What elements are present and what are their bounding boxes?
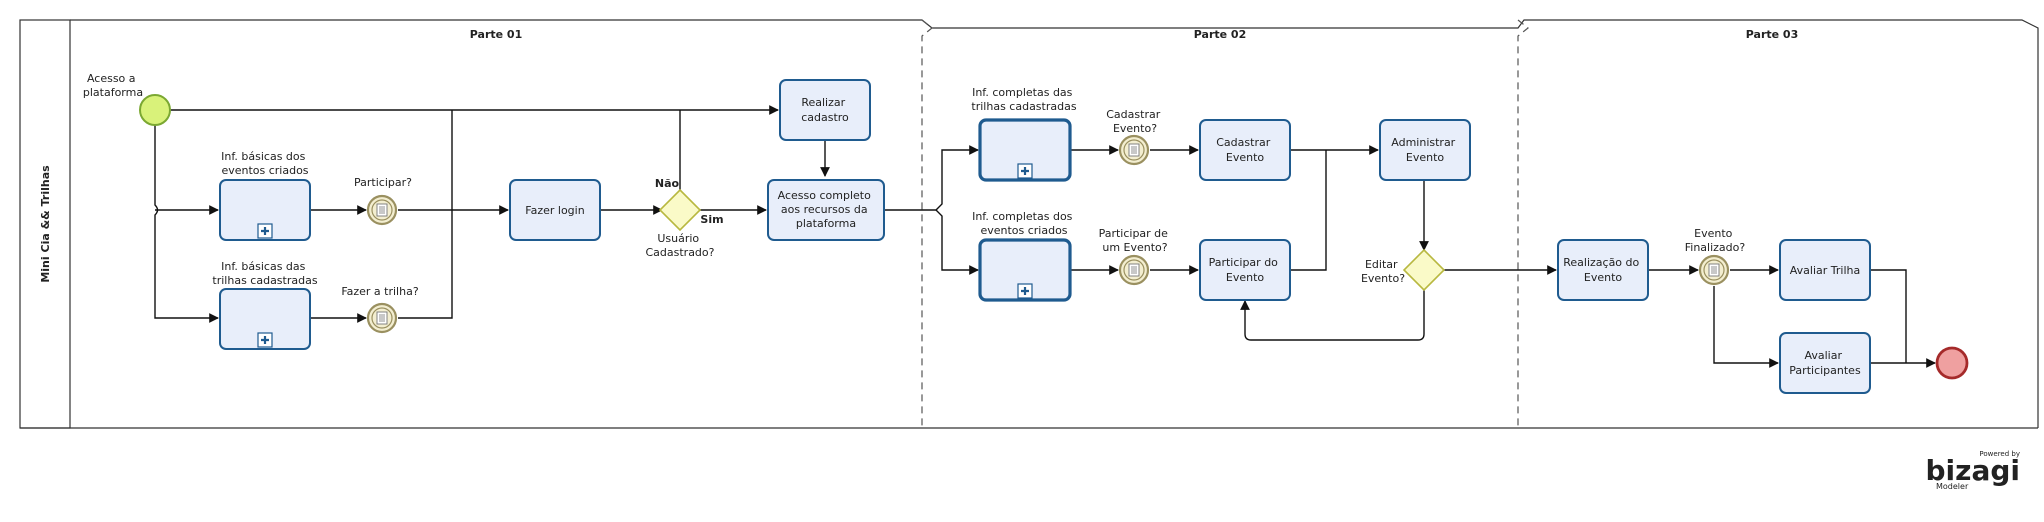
pool: Mini Cia && Trilhas Parte 01 Parte 02 Pa… [19, 19, 2039, 429]
subprocess-plus-icon [257, 332, 273, 348]
flow-fazer-trilha-to-merge [398, 110, 453, 319]
bizagi-logo: Powered by bizagi Modeler [1926, 450, 2020, 491]
subprocess-inf-completas-trilhas[interactable]: Inf. completas das trilhas cadastradas [971, 86, 1077, 182]
svg-text:Administrar Evento: Administrar Evento [1391, 136, 1458, 164]
intermediate-event-fazer-trilha[interactable]: Fazer a trilha? [341, 285, 419, 334]
svg-text:Evento Finalizado?: Evento Finalizado? [1685, 227, 1746, 254]
task-cadastrar-evento[interactable]: Cadastrar Evento [1199, 119, 1291, 181]
svg-text:Participar do Evento: Participar do Evento [1209, 256, 1282, 284]
intermediate-event-evento-finalizado[interactable]: Evento Finalizado? [1685, 227, 1746, 286]
svg-text:Inf. completas dos event: Inf. completas dos eventos criados [972, 210, 1076, 237]
flow-avaliar-trilha-to-end [1870, 269, 1907, 363]
flow-start-to-inf-trilhas [154, 124, 219, 323]
intermediate-event-cadastrar-evento[interactable]: Cadastrar Evento? [1106, 108, 1163, 166]
pool-header [19, 19, 71, 429]
task-realizar-cadastro[interactable]: Realizar cadastro [779, 79, 871, 141]
subprocess-plus-icon [1017, 283, 1033, 299]
task-administrar-evento[interactable]: Administrar Evento [1379, 119, 1471, 181]
phase-title-3: Parte 03 [1746, 28, 1798, 41]
flow-editar-to-participar [1240, 288, 1425, 341]
gateway-editar-evento[interactable]: Editar Evento? [1361, 248, 1446, 292]
subprocess-inf-basicas-eventos[interactable]: Inf. básicas dos eventos criados [219, 150, 311, 241]
phase-title-2: Parte 02 [1194, 28, 1246, 41]
bizagi-wordmark: bizagi [1926, 454, 2020, 487]
svg-text:Avaliar Participantes: Avaliar Participantes [1789, 349, 1861, 377]
conditional-event-icon [366, 302, 398, 334]
end-event[interactable] [1935, 346, 1969, 380]
flow-finalizado-to-avaliar-participantes [1713, 286, 1779, 368]
conditional-event-icon [1698, 254, 1730, 286]
subprocess-plus-icon [257, 223, 273, 239]
task-avaliar-trilha[interactable]: Avaliar Trilha [1779, 239, 1871, 301]
svg-text:Participar?: Participar? [354, 176, 412, 189]
task-acesso-completo[interactable]: Acesso completo aos recursos da platafor… [767, 179, 885, 241]
intermediate-event-participar[interactable]: Participar? [354, 176, 412, 226]
pool-title: Mini Cia && Trilhas [39, 165, 52, 283]
conditional-event-icon [1118, 134, 1150, 166]
start-event-label: Acesso a plataforma [83, 72, 143, 99]
task-realizacao-evento[interactable]: Realização do Evento [1557, 239, 1649, 301]
subprocess-plus-icon [1017, 163, 1033, 179]
subprocess-inf-completas-eventos[interactable]: Inf. completas dos eventos criados [972, 210, 1076, 302]
svg-text:Acesso completo aos recu: Acesso completo aos recursos da platafor… [778, 189, 875, 230]
start-event[interactable] [139, 94, 171, 126]
svg-text:Inf. básicas das trilhas: Inf. básicas das trilhas cadastradas [212, 260, 317, 287]
phase-divider-1 [921, 19, 933, 428]
svg-text:Realizar cadastro: Realizar cadastro [801, 96, 849, 124]
svg-text:Fazer login: Fazer login [525, 204, 584, 217]
task-fazer-login[interactable]: Fazer login [509, 179, 601, 241]
intermediate-event-participar-evento[interactable]: Participar de um Evento? [1099, 227, 1172, 286]
svg-text:Avaliar Trilha: Avaliar Trilha [1790, 264, 1860, 277]
svg-text:Realização do Evento: Realização do Evento [1563, 256, 1643, 284]
svg-text:Participar de um Evento?: Participar de um Evento? [1099, 227, 1172, 254]
conditional-event-icon [1118, 254, 1150, 286]
svg-text:Fazer a trilha?: Fazer a trilha? [341, 285, 419, 298]
phase-divider-2 [1517, 19, 1529, 428]
svg-text:Cadastrar Evento?: Cadastrar Evento? [1106, 108, 1163, 135]
task-avaliar-participantes[interactable]: Avaliar Participantes [1779, 332, 1871, 394]
flow-acesso-to-inf-completas-trilhas [884, 145, 979, 211]
conditional-event-icon [366, 194, 398, 226]
svg-text:Editar Evento?: Editar Evento? [1361, 258, 1405, 285]
gateway-no-label: Não [655, 177, 680, 190]
svg-text:Inf. básicas dos eventos: Inf. básicas dos eventos criados [221, 150, 309, 177]
phase-title-1: Parte 01 [470, 28, 522, 41]
flow-participar-to-administrar [1290, 150, 1327, 271]
svg-text:Inf. completas das trilh: Inf. completas das trilhas cadastradas [971, 86, 1076, 113]
gateway-yes-label: Sim [700, 213, 723, 226]
powered-by-text: Powered by [1979, 450, 2020, 458]
flow-acesso-to-inf-completas-eventos [935, 209, 979, 275]
modeler-text: Modeler [1936, 482, 1969, 491]
gateway-usuario-cadastrado[interactable]: Não Sim Usuário Cadastrado? [645, 177, 723, 259]
subprocess-inf-basicas-trilhas[interactable]: Inf. básicas das trilhas cadastradas [212, 260, 318, 350]
task-participar-evento[interactable]: Participar do Evento [1199, 239, 1291, 301]
svg-text:Usuário Cadastrado?: Usuário Cadastrado? [645, 232, 714, 259]
svg-text:Cadastrar Evento: Cadastrar Evento [1216, 136, 1273, 164]
